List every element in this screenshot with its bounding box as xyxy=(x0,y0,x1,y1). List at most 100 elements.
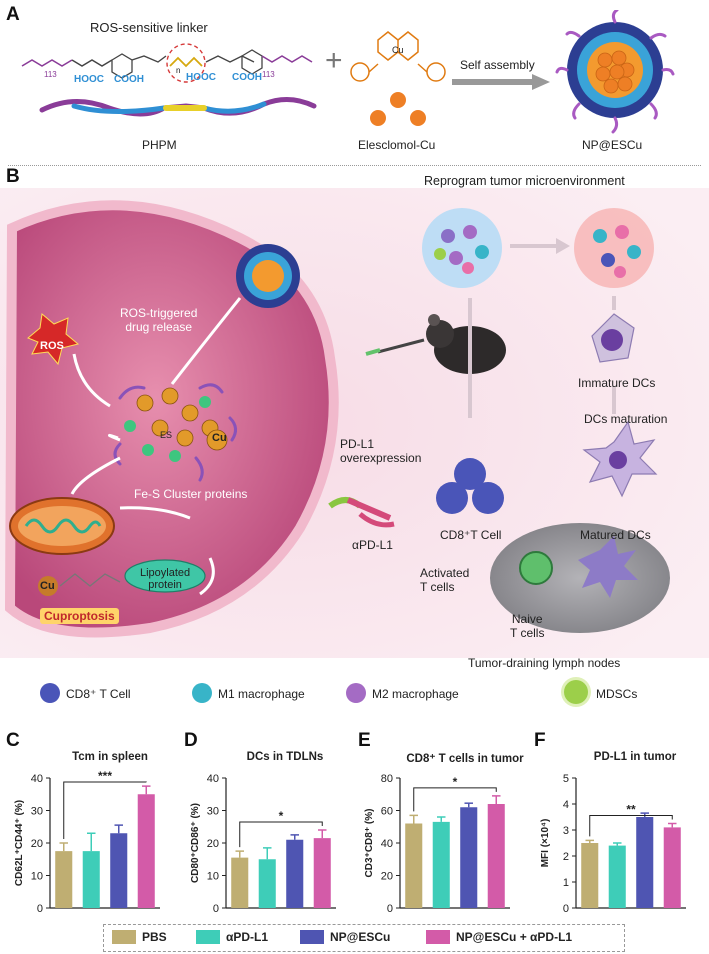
chart-1-significance-bracket xyxy=(63,781,147,839)
immature-dcs-label: Immature DCs xyxy=(578,376,656,390)
pdl1-overexpression-label: PD-L1 overexpression xyxy=(340,437,422,465)
m1-legend-swatch xyxy=(192,683,212,703)
chart-f-title: PD-L1 in tumor xyxy=(593,751,677,763)
hooc-label-1: HOOC xyxy=(74,74,104,85)
reprogram-label: Reprogram tumor microenvironment xyxy=(424,174,625,188)
self-assembly-arrow xyxy=(452,74,550,90)
combo-legend-label: NP@ESCu + αPD-L1 xyxy=(456,930,573,944)
tdln-label: Tumor-draining lymph nodes xyxy=(468,656,621,670)
phpm-structure xyxy=(21,43,317,117)
chart-4-bar xyxy=(663,827,681,908)
svg-text:Cu: Cu xyxy=(392,45,404,55)
cd8-legend-swatch xyxy=(40,683,60,703)
plus-sign: + xyxy=(325,44,343,77)
apdl1-swatch xyxy=(196,930,220,944)
m1-legend-label: M1 macrophage xyxy=(218,687,305,701)
cuproptosis-label: Cuproptosis xyxy=(40,608,119,624)
apdl1-label: αPD-L1 xyxy=(352,538,393,552)
chart-2-tick-label: 40 xyxy=(207,773,219,785)
panel-e-letter: E xyxy=(358,730,371,751)
chart-1-bar xyxy=(82,851,100,908)
ros-label: ROS xyxy=(40,340,64,352)
chart-1-ylabel: CD62L⁺CD44⁺ (%) xyxy=(14,800,25,886)
chart-4-significance-label: ** xyxy=(626,803,636,817)
apdl1-legend-label: αPD-L1 xyxy=(226,930,269,944)
peg-subscript-right: 113 xyxy=(262,70,275,79)
chart-3-significance-label: * xyxy=(453,775,458,789)
chart-4-tick-label: 2 xyxy=(563,851,569,863)
panel-c-letter: C xyxy=(6,730,20,751)
chart-4-tick-label: 1 xyxy=(563,877,569,889)
chart-2-bar xyxy=(286,839,304,908)
m2-legend-label: M2 macrophage xyxy=(372,687,459,701)
m2-legend-swatch xyxy=(346,683,366,703)
phpm-label: PHPM xyxy=(142,138,177,152)
chart-c-title: Tcm in spleen xyxy=(72,751,148,763)
matured-dcs-label: Matured DCs xyxy=(580,528,651,542)
chart-3-tick-label: 80 xyxy=(381,773,393,785)
chart-2-significance-bracket xyxy=(239,821,323,848)
elesclomol-cu-structure: Cu xyxy=(350,31,446,126)
chart-4-tick-label: 4 xyxy=(563,799,569,811)
chart-d-title: DCs in TDLNs xyxy=(246,751,324,763)
chart-4-tick-label: 3 xyxy=(563,825,569,837)
elesclomol-cu-label: Elesclomol-Cu xyxy=(358,138,436,152)
pbs-swatch xyxy=(112,930,136,944)
chart-1-tick-label: 0 xyxy=(37,903,43,915)
chart-1-bar xyxy=(55,851,73,908)
chart-3-bar xyxy=(487,804,505,908)
chart-4-bar xyxy=(581,843,599,908)
ros-release-label: ROS-triggered drug release xyxy=(120,306,198,334)
np-escu-particle xyxy=(555,10,675,134)
chart-4-bar xyxy=(636,817,654,908)
panel-b-letter: B xyxy=(6,166,20,187)
npescu-swatch xyxy=(300,930,324,944)
chart-1-bar xyxy=(137,794,155,908)
chart-4-ylabel: MFI (×10⁴) xyxy=(540,819,551,868)
cu-free-label: Cu xyxy=(212,432,227,444)
chart-e-title: CD8⁺ T cells in tumor xyxy=(406,753,524,765)
np-escu-label: NP@ESCu xyxy=(582,138,643,152)
chart-1-tick-label: 40 xyxy=(31,773,43,785)
chart-3-significance-bracket xyxy=(413,787,497,812)
panel-f-letter: F xyxy=(534,730,546,751)
chart-1-significance-label: *** xyxy=(98,769,112,783)
chart-2-significance-label: * xyxy=(279,809,284,823)
es-label: ES xyxy=(160,430,173,440)
ros-linker-label: ROS-sensitive linker xyxy=(90,20,208,35)
self-assembly-label: Self assembly xyxy=(460,58,535,72)
n-subscript: n xyxy=(176,66,181,75)
chart-3-bar xyxy=(405,823,423,908)
cd8-t-cell-label: CD8⁺T Cell xyxy=(440,528,502,542)
fes-label: Fe-S Cluster proteins xyxy=(134,487,248,501)
naive-t-cells-label: Naive T cells xyxy=(510,612,545,640)
pbs-legend-label: PBS xyxy=(142,930,167,944)
combo-swatch xyxy=(426,930,450,944)
cooh-label-1: COOH xyxy=(114,74,144,85)
chart-1-tick-label: 30 xyxy=(31,806,43,818)
chart-3-tick-label: 0 xyxy=(387,903,393,915)
chart-2-bar xyxy=(258,859,276,908)
chart-3-tick-label: 20 xyxy=(381,871,393,883)
panel-d-letter: D xyxy=(184,730,198,751)
cu-chain-label: Cu xyxy=(40,580,55,592)
chart-3-bar xyxy=(432,821,450,908)
chart-2-tick-label: 0 xyxy=(213,903,219,915)
chart-1-bar xyxy=(110,833,128,908)
chart-1-tick-label: 20 xyxy=(31,838,43,850)
section-divider xyxy=(8,165,701,166)
chart-2-tick-label: 30 xyxy=(207,806,219,818)
cd8-legend-label: CD8⁺ T Cell xyxy=(66,687,131,701)
chart-3-bar xyxy=(460,807,478,908)
chart-2-bar xyxy=(313,838,331,908)
chart-4-tick-label: 5 xyxy=(563,773,569,785)
chart-3-tick-label: 40 xyxy=(381,838,393,850)
chart-3-ylabel: CD3⁺CD8⁺ (%) xyxy=(364,809,375,878)
mdsc-legend-label: MDSCs xyxy=(596,687,638,701)
mdsc-legend-swatch xyxy=(564,680,588,704)
hooc-label-2: HOOC xyxy=(186,72,216,83)
panel-b-illustration xyxy=(0,188,709,658)
chart-2-tick-label: 10 xyxy=(207,871,219,883)
chart-4-bar xyxy=(608,845,626,908)
cooh-label-2: COOH xyxy=(232,72,262,83)
